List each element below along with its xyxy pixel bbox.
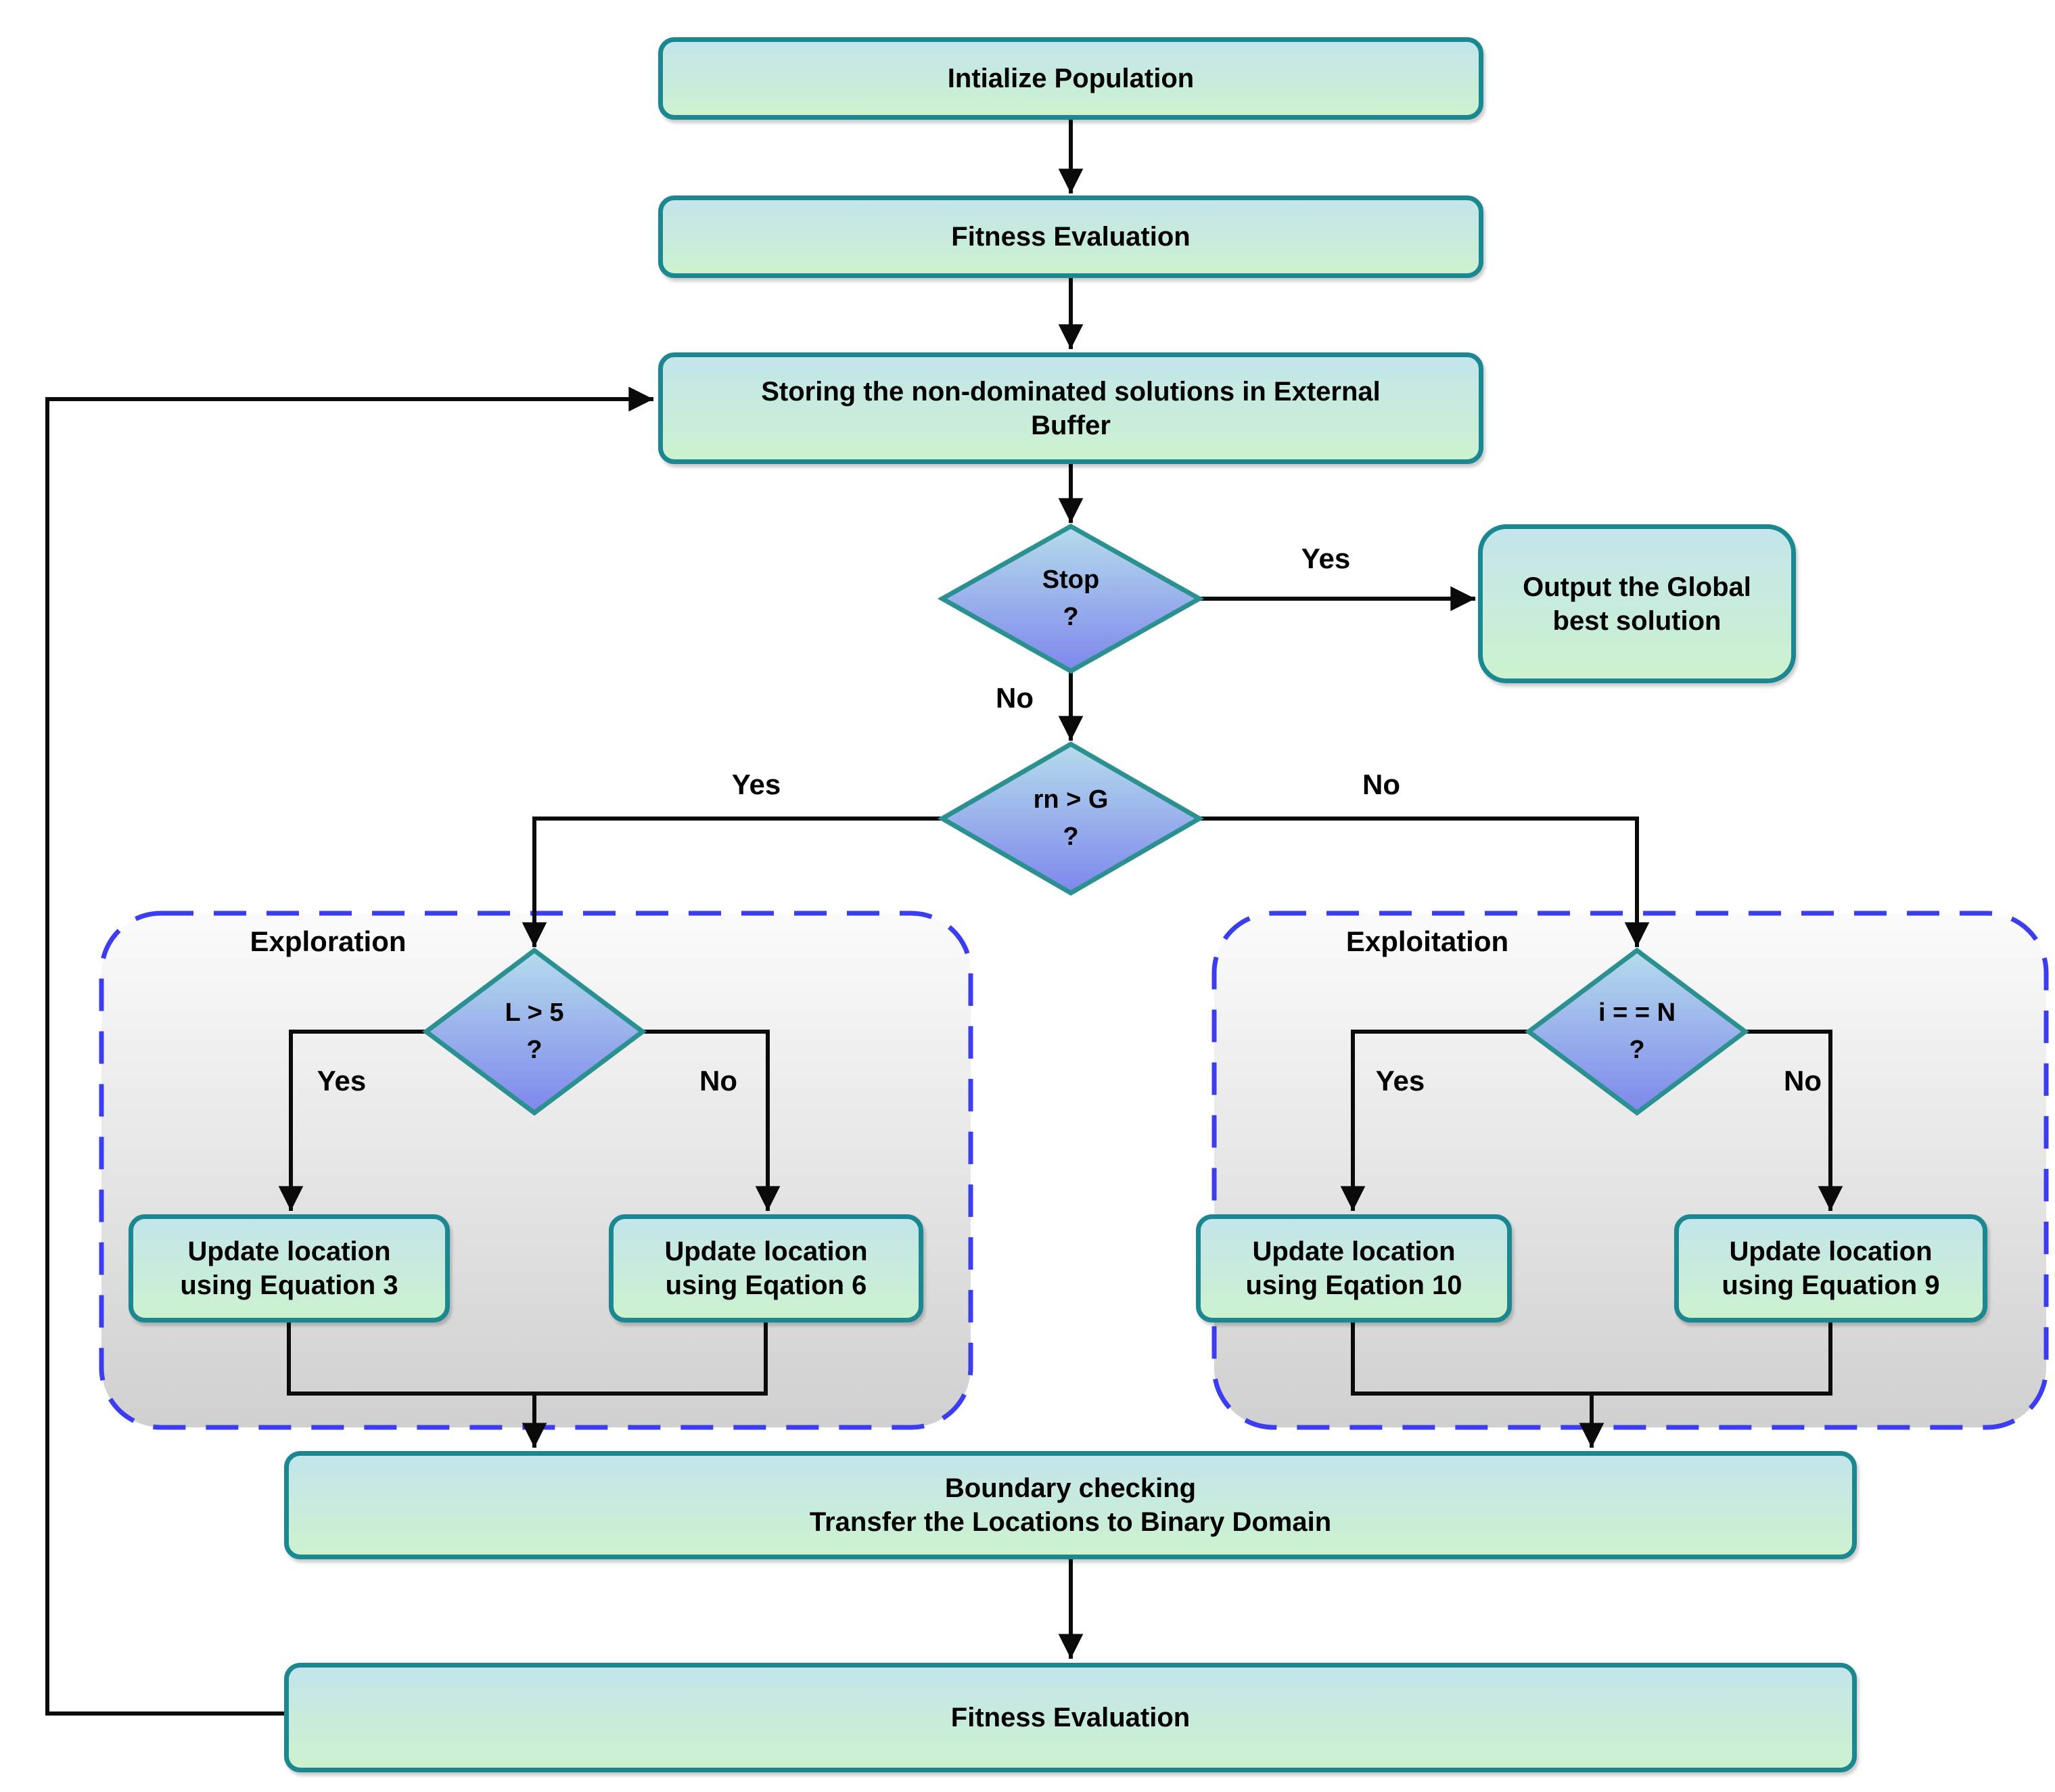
edge-label-rn-no: No: [1362, 768, 1400, 800]
edge-label-l-no: No: [699, 1065, 737, 1097]
node-output-global-best: Output the Global best solution: [1478, 524, 1796, 683]
edge-label-i-yes: Yes: [1375, 1065, 1425, 1097]
decision-i-eq-n-label: i = = N ?: [1529, 950, 1745, 1113]
node-boundary-checking-line2: Transfer the Locations to Binary Domain: [809, 1507, 1332, 1537]
node-fitness-evaluation-bottom: Fitness Evaluation: [284, 1663, 1857, 1772]
decision-rn-gt-g-label: rn > G ?: [942, 744, 1199, 893]
decision-stop-line1: Stop: [1042, 565, 1100, 594]
arrow-l-no-to-eq6: [643, 1030, 781, 1211]
decision-l-line1: L > 5: [505, 998, 564, 1027]
node-output-global-best-label: Output the Global best solution: [1523, 572, 1751, 636]
node-update-eq6-label: Update location using Eqation 6: [664, 1237, 868, 1300]
node-fitness-evaluation-top: Fitness Evaluation: [658, 196, 1483, 278]
arrow-i-yes-to-eq10: [1340, 1030, 1529, 1211]
edge-label-l-yes: Yes: [317, 1065, 367, 1097]
decision-rn-line2: ?: [1063, 823, 1079, 851]
decision-l-gt-5-label: L > 5 ?: [426, 950, 643, 1113]
arrow-rn-no-to-i-decision: [1199, 817, 1650, 947]
decision-stop-shape: [937, 523, 1205, 674]
arrow-loop-back-to-storing: [45, 386, 653, 1716]
decision-i-line1: i = = N: [1598, 998, 1676, 1027]
node-update-eq9-label: Update location using Equation 9: [1722, 1237, 1940, 1300]
flow-arrows: [45, 120, 1843, 1716]
decision-rn-line1: rn > G: [1033, 785, 1109, 814]
node-storing-external-buffer: Storing the non-dominated solutions in E…: [658, 352, 1483, 464]
arrow-rn-yes-to-l-decision: [522, 817, 942, 947]
node-storing-external-buffer-label: Storing the non-dominated solutions in E…: [761, 376, 1381, 440]
edge-label-stop-no: No: [996, 682, 1034, 714]
arrow-l-yes-to-eq3: [278, 1030, 426, 1211]
node-update-eq3: Update location using Equation 3: [129, 1214, 450, 1323]
node-boundary-checking-line1: Boundary checking: [944, 1473, 1197, 1503]
decision-rn-gt-g-shape: [938, 741, 1204, 896]
node-update-eq6: Update location using Eqation 6: [609, 1214, 923, 1323]
node-initialize-population-label: Intialize Population: [947, 64, 1195, 93]
wire-exploration-merge: [287, 1323, 768, 1396]
decision-l-line2: ?: [526, 1036, 542, 1064]
decision-i-eq-n-shape: [1525, 947, 1749, 1116]
decision-i-line2: ?: [1629, 1036, 1645, 1064]
region-exploitation-title: Exploitation: [1345, 925, 1509, 957]
edge-label-rn-yes: Yes: [731, 768, 781, 800]
region-exploration-title: Exploration: [250, 925, 407, 957]
node-update-eq10-label: Update location using Eqation 10: [1245, 1237, 1462, 1300]
node-boundary-checking: Boundary checking Transfer the Locations…: [284, 1451, 1857, 1559]
edge-label-i-no: No: [1784, 1065, 1822, 1097]
arrow-i-no-to-eq9: [1745, 1030, 1843, 1211]
edge-label-stop-yes: Yes: [1301, 543, 1351, 574]
decision-l-gt-5-shape: [422, 947, 647, 1116]
decision-stop-line2: ?: [1063, 603, 1079, 631]
node-update-eq10: Update location using Eqation 10: [1196, 1214, 1512, 1323]
node-fitness-evaluation-top-label: Fitness Evaluation: [951, 222, 1191, 252]
node-initialize-population: Intialize Population: [658, 37, 1483, 120]
node-update-eq9: Update location using Equation 9: [1674, 1214, 1987, 1323]
decision-stop-label: Stop ?: [942, 526, 1199, 671]
node-update-eq3-label: Update location using Equation 3: [180, 1237, 398, 1300]
node-fitness-evaluation-bottom-label: Fitness Evaluation: [950, 1703, 1191, 1732]
